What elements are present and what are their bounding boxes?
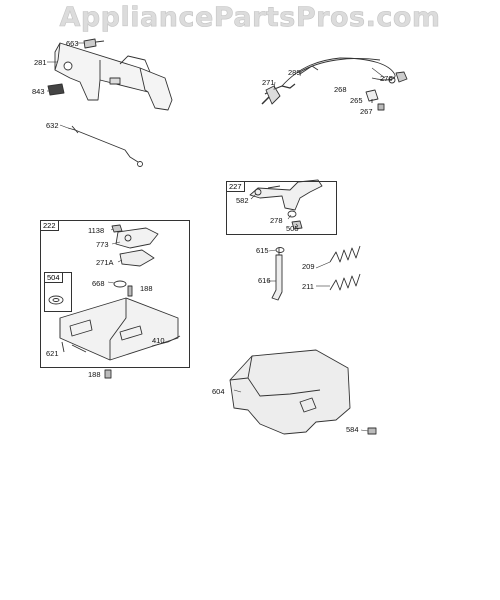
callout-188-lower: 188 — [88, 370, 101, 379]
callout-663: 663 — [66, 39, 79, 48]
lever-271A — [119, 249, 155, 267]
callout-668: 668 — [92, 279, 105, 288]
link-410 — [151, 335, 181, 347]
leader-lines — [47, 42, 386, 432]
callout-289: 289 — [288, 68, 301, 77]
callout-410: 410 — [152, 336, 165, 345]
callout-615: 615 — [256, 246, 269, 255]
callout-505: 505 — [286, 224, 299, 233]
group-tag-227: 227 — [226, 181, 245, 192]
block-843 — [47, 83, 65, 96]
lever-773 — [115, 227, 159, 249]
screw-584 — [367, 427, 377, 435]
callout-632: 632 — [46, 121, 59, 130]
screw-188a — [127, 285, 133, 297]
group-box-222 — [40, 220, 190, 368]
clip-265 — [365, 89, 379, 103]
callout-188-upper: 188 — [140, 284, 153, 293]
cover-604 — [229, 349, 351, 435]
callout-843: 843 — [32, 87, 45, 96]
nut-1138 — [111, 224, 123, 233]
callout-621: 621 — [46, 349, 59, 358]
washer-278 — [287, 210, 297, 218]
callout-281: 281 — [34, 58, 47, 67]
callout-268: 268 — [334, 85, 347, 94]
callout-271A: 271A — [96, 258, 114, 267]
callout-211: 211 — [302, 282, 314, 291]
callout-271: 271 — [262, 78, 275, 87]
spring-621 — [61, 341, 65, 353]
callout-265: 265 — [350, 96, 363, 105]
bracket-281 — [54, 42, 173, 111]
callout-604: 604 — [212, 387, 225, 396]
nut-270 — [395, 71, 408, 83]
rod-616 — [271, 248, 283, 301]
callout-773: 773 — [96, 240, 109, 249]
screw-663 — [83, 38, 105, 49]
group-box-227 — [226, 181, 337, 235]
cable-assembly — [261, 57, 396, 105]
group-tag-504: 504 — [44, 272, 63, 283]
link-632 — [67, 125, 143, 167]
washer-668 — [113, 280, 127, 288]
callout-270: 270 — [380, 74, 393, 83]
spring-209 — [329, 245, 361, 263]
group-tag-222: 222 — [40, 220, 59, 231]
callout-209: 209 — [302, 262, 315, 271]
watermark-logo: AppliancePartsPros.com — [59, 2, 441, 34]
callout-582: 582 — [236, 196, 249, 205]
callout-267: 267 — [360, 107, 373, 116]
callout-278: 278 — [270, 216, 283, 225]
callout-1138: 1138 — [88, 226, 105, 235]
callout-616: 616 — [258, 276, 271, 285]
base-plate-222 — [59, 297, 179, 361]
spring-211 — [329, 273, 361, 291]
part-504 — [48, 295, 64, 305]
lever-582 — [249, 179, 323, 211]
screw-267 — [377, 103, 385, 111]
screw-188b — [104, 369, 112, 379]
callout-584: 584 — [346, 425, 359, 434]
washer-615 — [275, 247, 285, 253]
